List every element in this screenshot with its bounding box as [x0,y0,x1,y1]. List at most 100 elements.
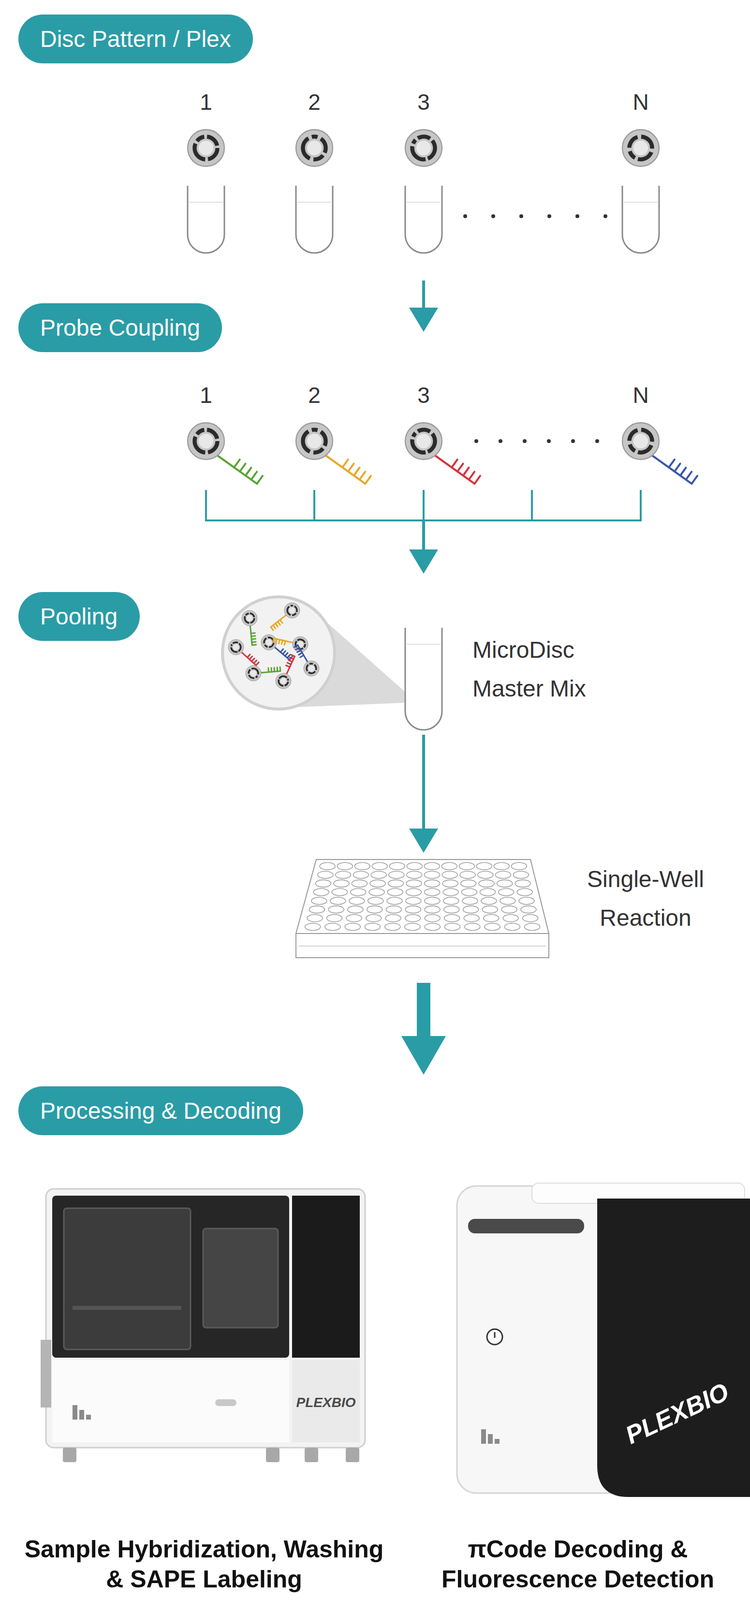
callout-number-holder: 3 [399,380,448,410]
well [516,888,533,896]
disc-body [245,665,262,681]
callout-number-holder: N [616,380,665,410]
disc-code-ring [194,429,218,453]
well [424,923,441,931]
probe-tooth [275,623,278,627]
instrument: PLEXBIOSample Hybridization, Washing & S… [43,1183,366,1465]
ellipsis-dot [474,439,479,443]
master-mix-tube: MicroDisc Master Mix [405,627,442,730]
well [442,888,459,896]
tube-label-holder: MicroDisc Master Mix [472,630,603,708]
disc-code-ring [410,134,438,162]
logo-mark [72,1404,78,1420]
well [405,897,422,905]
well [424,888,441,896]
logo-mark [79,1409,85,1420]
side-panel [597,1198,750,1497]
lower-front [52,1359,290,1442]
well [386,905,402,913]
probe-tooth [251,637,256,640]
probe-tooth [278,639,280,644]
probe-tooth [273,625,276,629]
probe-tooth [353,467,360,476]
probe-strand [435,455,475,484]
test-tube [405,185,442,253]
callout-number: 3 [399,380,448,410]
callout-number: 2 [290,87,339,117]
ellipsis-dot [595,439,600,443]
probe-strand [652,455,692,484]
well [458,862,475,870]
disc-center [307,140,322,156]
probe-tooth [279,666,282,671]
disc-code-ring [248,667,259,678]
well [443,897,459,905]
probe-tooth [270,667,273,672]
instrument-tray [40,1339,52,1408]
disc-center [265,639,273,646]
probe-tooth [253,660,257,663]
well [501,905,517,913]
callout-number: N [616,380,665,410]
well [405,905,421,913]
disc-code-ring [285,603,299,618]
ellipsis-dot [603,214,608,219]
well [511,862,527,870]
disc-code-ring [194,136,218,160]
hybridization-instrument [40,1188,366,1462]
well [514,879,531,887]
bracket-leg [530,489,533,522]
well [459,870,476,879]
well [335,870,352,879]
well [388,879,404,887]
instrument-foot [304,1447,319,1462]
probe-tooth [288,660,293,662]
logo-mark [86,1414,91,1420]
well [480,888,496,896]
well [328,905,344,913]
flow-arrow [409,734,439,853]
well [406,879,422,887]
probe-tooth [276,667,279,672]
plate-base [295,933,549,958]
ellipsis-dot [571,439,575,443]
well [504,923,520,931]
probe-strand [286,656,295,675]
disc-center [416,140,431,156]
side-panel [292,1195,360,1358]
tube-liquid-line [406,201,441,203]
disc-body [284,602,300,618]
plate-label: Single-Well Reaction [548,859,743,938]
disc-code-ring [298,132,331,164]
well [346,914,362,922]
disc-pattern-row [187,129,660,253]
probe-tooth [300,655,304,658]
disc-code-ring [298,425,331,457]
well [385,914,401,922]
well [483,914,500,922]
probe-tooth [234,459,240,468]
probe-tooth [273,667,276,672]
well [349,897,365,905]
window [63,1207,191,1350]
well [333,879,350,887]
well [497,879,513,887]
well [305,923,321,931]
step-title: Probe Coupling [18,303,222,353]
callout-number-holder: 3 [399,87,448,117]
probe-tooth [273,638,275,643]
probe-tooth [250,632,255,634]
probe-tooth [469,471,475,480]
pooling-illustration [222,596,442,730]
instrument-foot [265,1447,280,1462]
well [462,897,478,905]
probe-tooth [287,662,292,664]
well [367,905,383,913]
well-plate-box: Single-Well Reaction [295,857,549,958]
well [330,897,346,905]
bracket-leg [205,489,207,522]
probe-coupling-row [187,422,698,484]
well [460,879,477,887]
instrument-foot [62,1447,77,1462]
